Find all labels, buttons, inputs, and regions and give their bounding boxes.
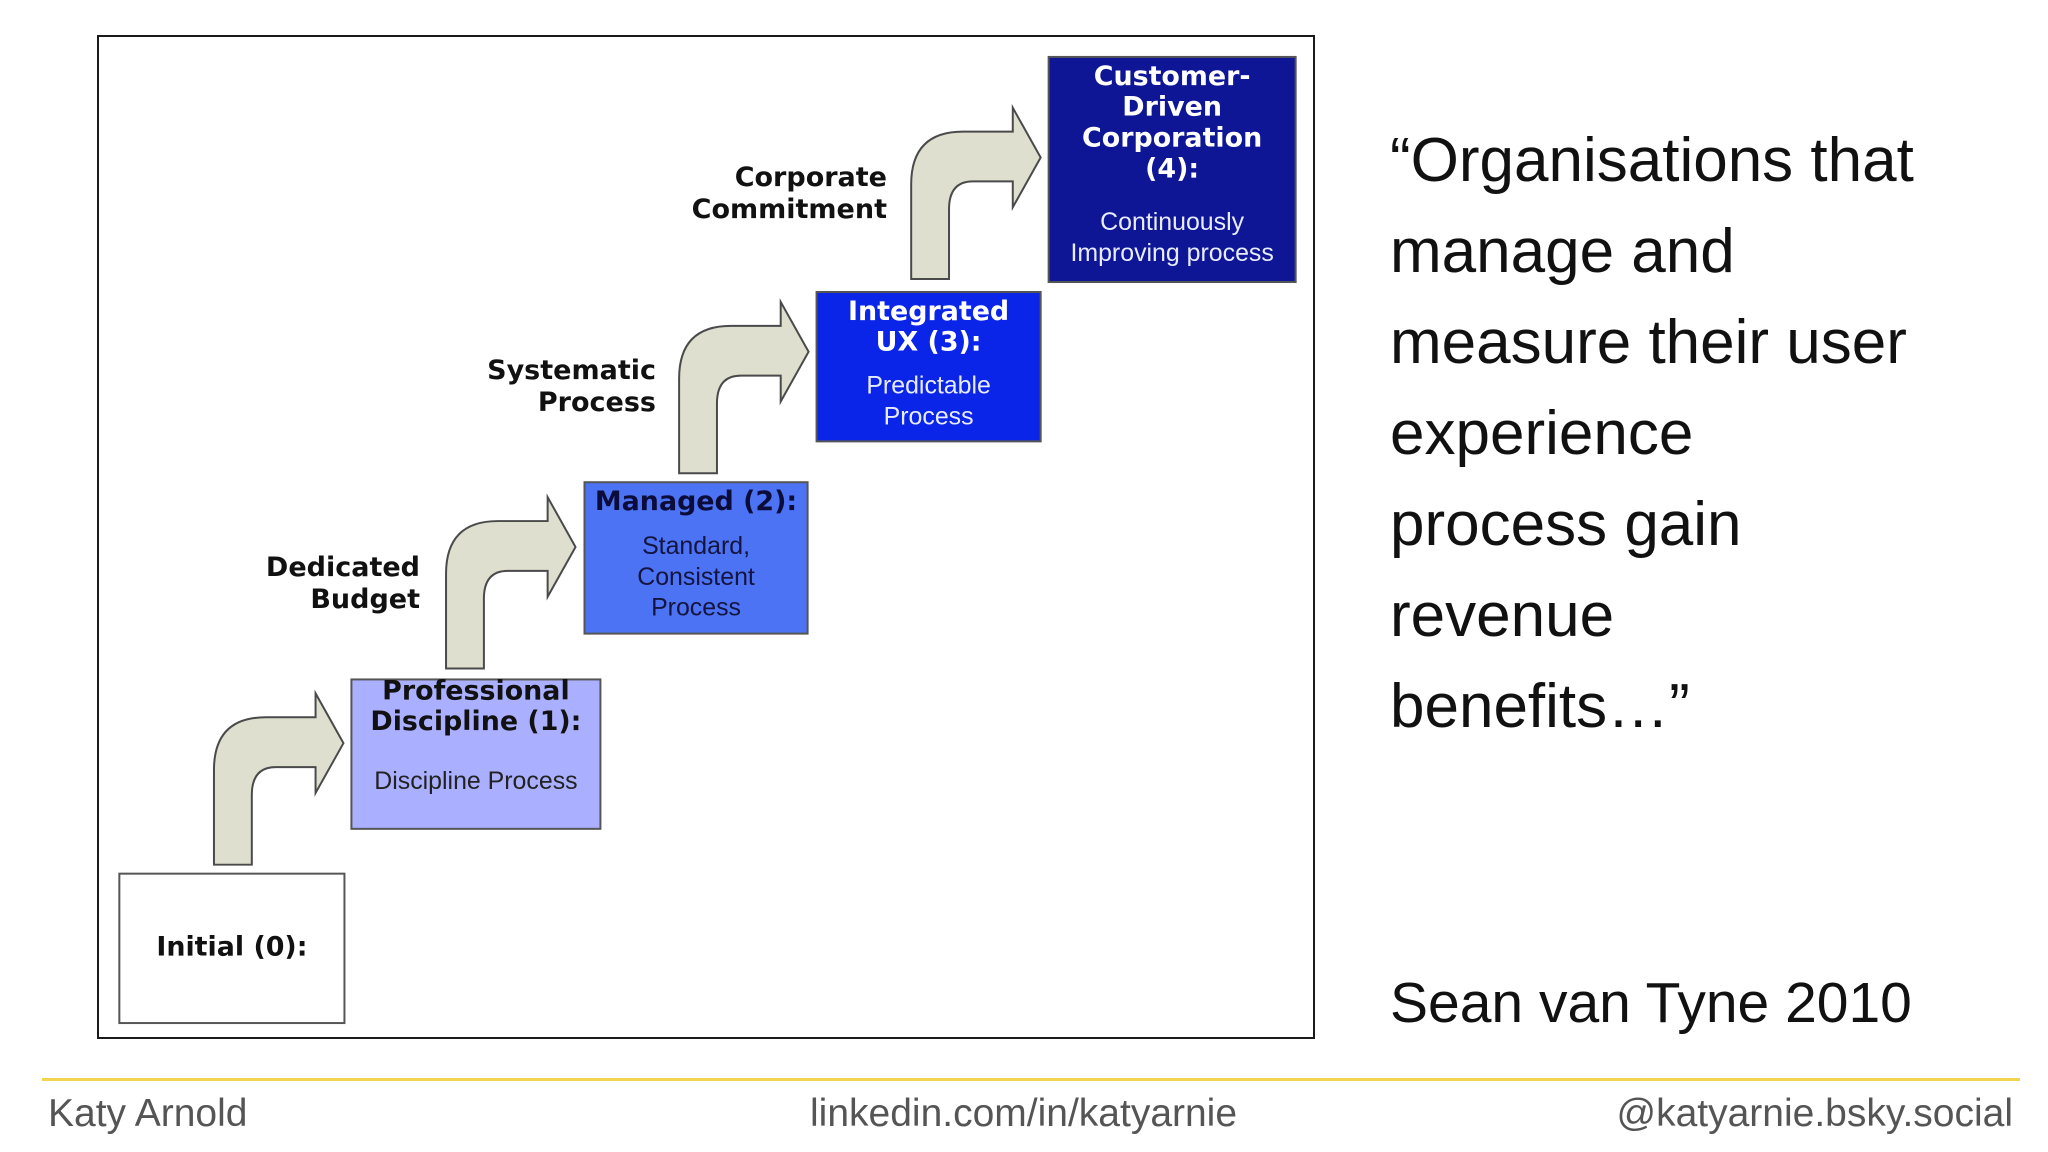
quote-text: “Organisations that manage and measure t…	[1390, 126, 1914, 741]
step-label-1: Dedicated Budget	[265, 552, 420, 615]
step-label-2: Systematic Process	[487, 355, 656, 418]
step-arrow-2	[445, 493, 577, 670]
step-arrow-1	[212, 689, 345, 866]
step-arrow-4	[910, 103, 1042, 281]
quote-attribution: Sean van Tyne 2010	[1390, 971, 1912, 1035]
footer-linkedin: linkedin.com/in/katyarnie	[810, 1092, 1238, 1135]
stage-title-3: Integrated	[848, 296, 1009, 327]
stage-subtitle-1: Discipline Process	[374, 767, 577, 795]
stage-title-4: (4):	[1145, 153, 1199, 184]
stage-box-0: Initial (0):	[118, 872, 346, 1025]
stage-title-3: UX (3):	[876, 327, 982, 358]
stage-subtitle-3: Predictable	[866, 372, 991, 400]
step-label-3: Corporate Commitment	[691, 162, 887, 225]
stage-subtitle-3: Process	[884, 402, 974, 430]
stage-title-4: Customer-	[1094, 61, 1251, 92]
stage-title-4: Corporation	[1082, 123, 1262, 154]
footer-author: Katy Arnold	[48, 1092, 248, 1135]
stage-subtitle-4: Continuously	[1100, 208, 1244, 236]
stage-title-1: Discipline (1):	[370, 706, 581, 737]
stage-subtitle-2: Standard,	[642, 532, 750, 560]
stage-title-4: Driven	[1122, 92, 1222, 123]
stage-subtitle-2: Process	[651, 594, 741, 622]
stage-title-1: Professional	[382, 675, 569, 706]
footer-handle: @katyarnie.bsky.social	[1616, 1092, 2013, 1135]
stage-subtitle-2: Consistent	[637, 563, 755, 591]
footer-divider	[42, 1078, 2020, 1081]
step-arrow-3	[678, 298, 810, 475]
stage-subtitle-4: Improving process	[1070, 239, 1273, 267]
stage-title-2: Managed (2):	[595, 486, 797, 517]
stage-title-0: Initial (0):	[156, 931, 307, 962]
